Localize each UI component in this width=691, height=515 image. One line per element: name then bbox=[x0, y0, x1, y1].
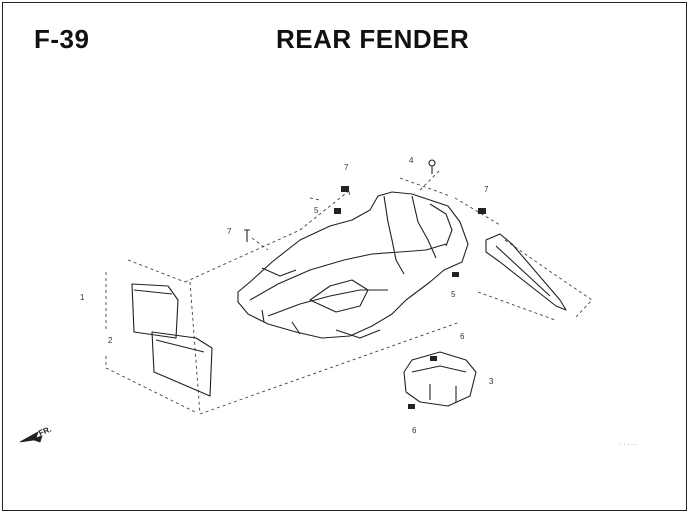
callout-5: 5 bbox=[314, 206, 319, 215]
callout-7-left: 7 bbox=[227, 227, 232, 236]
footer-code: · · · · · bbox=[620, 442, 637, 448]
callout-1: 1 bbox=[80, 293, 85, 302]
fastener-clips bbox=[334, 186, 486, 409]
diagram-frame bbox=[2, 2, 687, 511]
bolt-7 bbox=[244, 229, 250, 242]
callout-2: 2 bbox=[108, 336, 113, 345]
callout-6: 6 bbox=[460, 332, 465, 341]
rear-fender-body bbox=[237, 191, 469, 339]
part-1-panel bbox=[131, 283, 179, 339]
assembly-guide-lines bbox=[105, 169, 593, 415]
callout-4: 4 bbox=[409, 156, 414, 165]
callout-3: 3 bbox=[489, 377, 494, 386]
fr-label: FR. bbox=[37, 425, 52, 438]
callout-7-top: 7 bbox=[344, 163, 349, 172]
callout-6-lower: 6 bbox=[412, 426, 417, 435]
front-direction-marker: FR. bbox=[19, 425, 53, 443]
rear-fender-tail bbox=[485, 233, 567, 311]
callout-7-right: 7 bbox=[484, 185, 489, 194]
section-code: F-39 bbox=[34, 24, 90, 54]
bolt-4 bbox=[428, 159, 436, 174]
part-2-panel bbox=[151, 331, 213, 397]
arrow-left-icon bbox=[19, 431, 43, 443]
part-3-bracket bbox=[403, 351, 477, 407]
callout-labels: 1 2 3 4 5 5 6 6 7 7 7 bbox=[80, 156, 494, 435]
diagram-title: REAR FENDER bbox=[276, 24, 470, 54]
callout-5-lower: 5 bbox=[451, 290, 456, 299]
